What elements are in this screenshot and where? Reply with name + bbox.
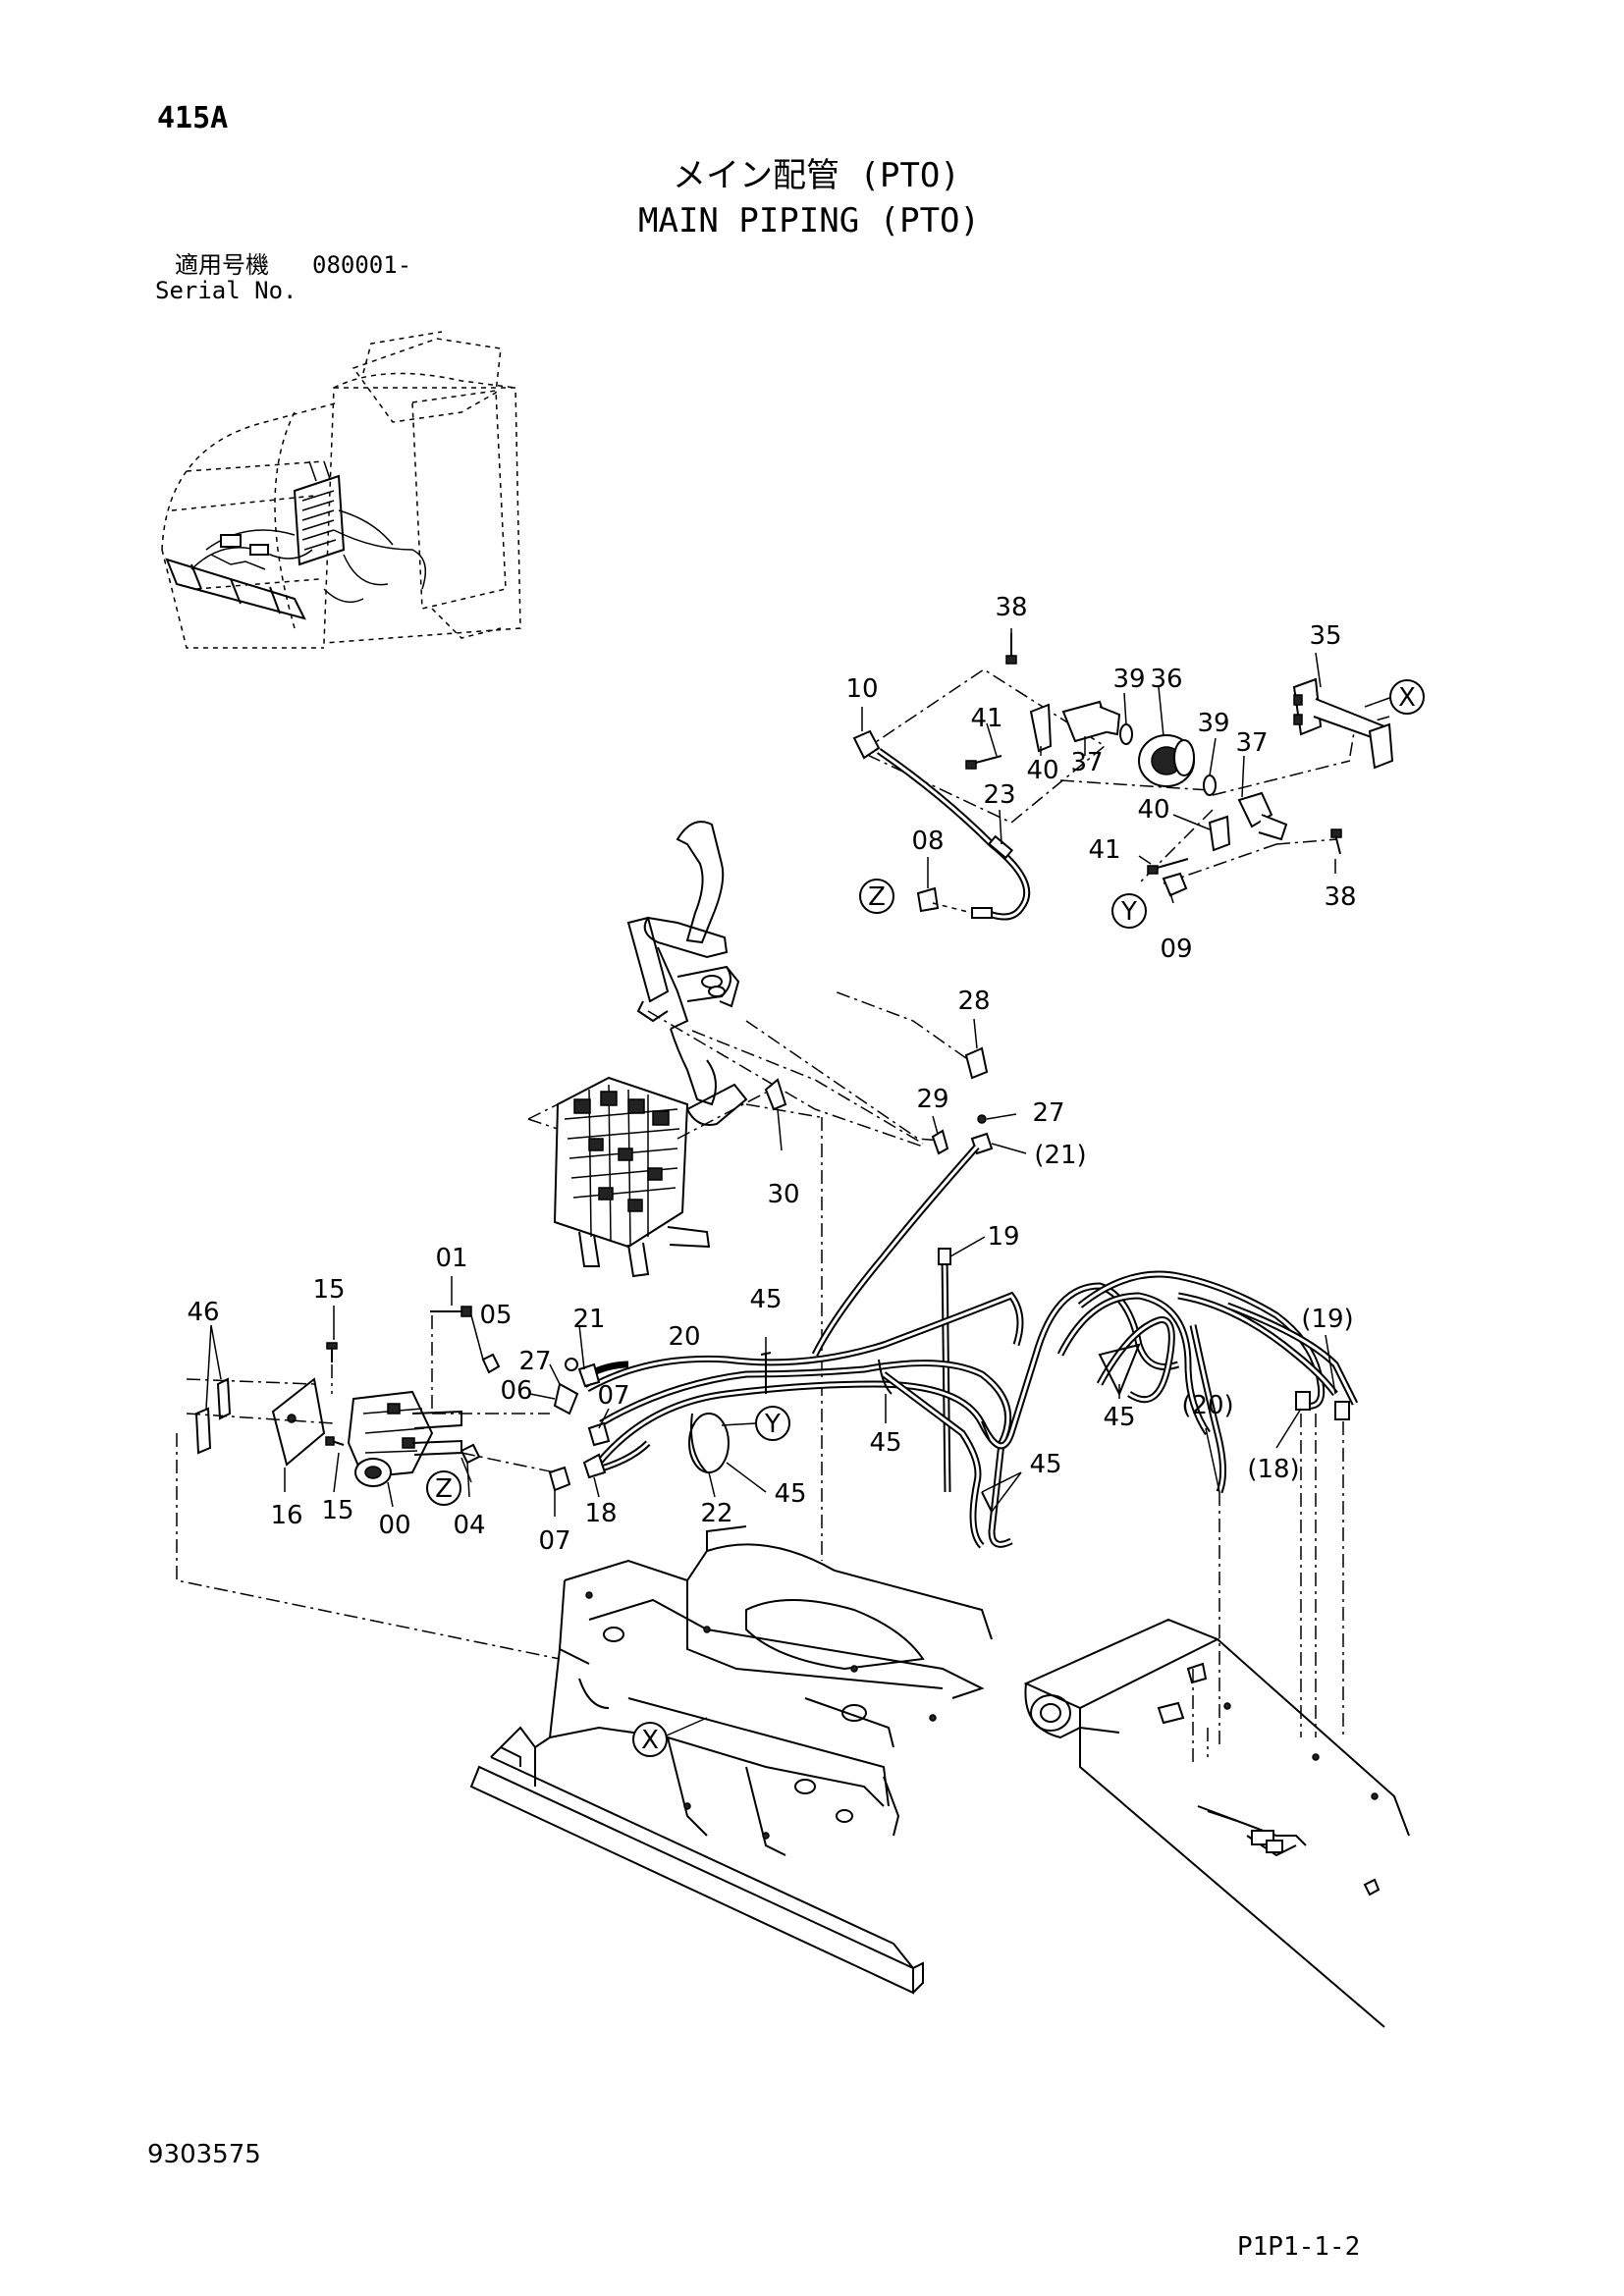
- callout-45-lower: 45: [1029, 1450, 1061, 1479]
- callout-20: 20: [668, 1322, 700, 1352]
- callout-21: 21: [572, 1305, 605, 1334]
- title-japanese: メイン配管 (PTO): [673, 156, 960, 195]
- callout-39-top: 39: [1112, 665, 1145, 694]
- callout-16: 16: [270, 1501, 302, 1530]
- serial-value: 080001-: [312, 251, 412, 279]
- callout-30: 30: [767, 1180, 799, 1209]
- callout-07-top: 07: [597, 1381, 629, 1411]
- callout-45-mid: 45: [869, 1428, 901, 1458]
- callout-07-bottom: 07: [538, 1526, 570, 1556]
- callout-27-left: 27: [518, 1347, 551, 1376]
- callout-41-top: 41: [970, 704, 1002, 733]
- title-english: MAIN PIPING (PTO): [638, 201, 980, 240]
- reference-y-top: [1111, 893, 1147, 929]
- callout-leaders: [205, 628, 1393, 1517]
- callout-04: 04: [453, 1511, 485, 1540]
- callout-41-right: 41: [1088, 835, 1120, 865]
- reference-x-top: [1389, 679, 1425, 715]
- callout-09: 09: [1160, 934, 1192, 964]
- callout-08: 08: [911, 827, 944, 856]
- callout-29: 29: [916, 1085, 948, 1114]
- callout-35: 35: [1309, 621, 1341, 651]
- callout-00: 00: [378, 1511, 410, 1540]
- reference-z-top: [859, 879, 894, 914]
- callout-45-top: 45: [749, 1285, 782, 1314]
- chassis-frame: [469, 1525, 993, 1995]
- reference-z-mid: [426, 1470, 461, 1506]
- callout-18-paren: (18): [1247, 1455, 1299, 1484]
- callout-05: 05: [479, 1301, 512, 1330]
- callout-45-bottom: 45: [774, 1479, 806, 1509]
- callout-06: 06: [500, 1376, 532, 1406]
- callout-39-right: 39: [1197, 709, 1229, 738]
- reference-x-top-label: X: [1398, 683, 1416, 713]
- pto-selector-valve: [176, 1306, 611, 1660]
- reference-y-top-label: Y: [1120, 897, 1137, 927]
- callout-01: 01: [435, 1244, 467, 1273]
- callout-37-left: 37: [1070, 748, 1103, 777]
- callout-19-paren: (19): [1301, 1305, 1353, 1334]
- boom-structure: [1023, 1414, 1410, 2028]
- pto-valve-detail: [852, 633, 1394, 921]
- callout-40-left: 40: [1026, 756, 1058, 785]
- reference-z-top-label: Z: [868, 882, 886, 912]
- callout-27-top: 27: [1032, 1098, 1064, 1128]
- callout-36: 36: [1150, 665, 1182, 694]
- callout-21-paren: (21): [1034, 1141, 1086, 1170]
- reference-y-mid: [755, 1406, 790, 1441]
- callout-28: 28: [957, 987, 990, 1016]
- machine-overview-sketch: [161, 331, 521, 649]
- upper-fittings: [745, 990, 994, 1155]
- serial-label-japanese: 適用号機: [175, 251, 269, 279]
- serial-label-english: Serial No.: [155, 277, 298, 304]
- callout-38-bottom: 38: [1324, 882, 1356, 912]
- callout-10: 10: [845, 674, 878, 704]
- section-code: 415A: [157, 101, 229, 135]
- page-reference: P1P1-1-2: [1237, 2232, 1361, 2262]
- reference-x-bottom-label: X: [641, 1726, 659, 1755]
- main-control-valve: [527, 1076, 787, 1278]
- hose-bundle: [585, 1144, 1359, 1549]
- callout-37-right: 37: [1235, 728, 1268, 758]
- callout-18: 18: [584, 1499, 617, 1528]
- callout-15-top: 15: [312, 1275, 345, 1305]
- callout-40-right: 40: [1137, 795, 1169, 825]
- reference-markers: X Y Z Y Z X: [426, 679, 1425, 1757]
- drawing-number: 9303575: [147, 2140, 261, 2169]
- callout-19: 19: [987, 1222, 1019, 1252]
- callout-15-bottom: 15: [321, 1496, 353, 1525]
- part-callouts: 38 10 41 39 36 39 35 37 40 37 23 40 08 4…: [187, 593, 1356, 1556]
- reference-y-mid-label: Y: [764, 1410, 781, 1439]
- callout-23: 23: [983, 780, 1015, 810]
- callout-45-mid-right: 45: [1103, 1403, 1135, 1432]
- callout-22: 22: [700, 1499, 732, 1528]
- reference-x-bottom: [632, 1722, 668, 1757]
- callout-20-paren: (20): [1181, 1391, 1233, 1420]
- callout-38-top: 38: [995, 593, 1027, 622]
- reference-z-mid-label: Z: [435, 1474, 453, 1504]
- callout-46: 46: [187, 1298, 219, 1327]
